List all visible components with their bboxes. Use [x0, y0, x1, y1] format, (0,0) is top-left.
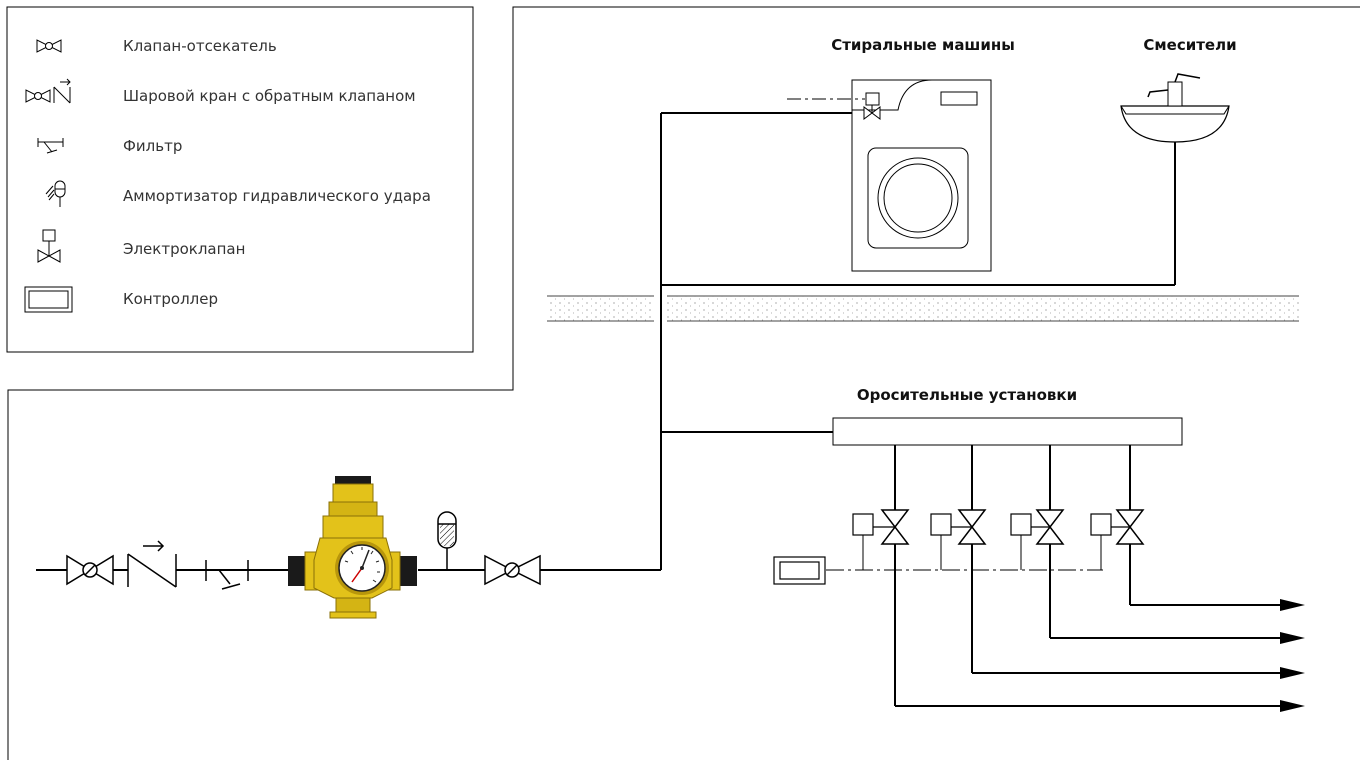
legend-label-shutoff-valve: Клапан-отсекатель	[123, 37, 277, 55]
legend-label-ball-valve-check: Шаровой кран с обратным клапаном	[123, 87, 416, 105]
legend-label-controller: Контроллер	[123, 290, 218, 308]
sprinkler-branch-4	[1090, 445, 1305, 611]
sink-mixer	[1120, 73, 1230, 143]
filter-icon	[37, 138, 64, 154]
legend-label-filter: Фильтр	[123, 137, 182, 155]
supply-line	[36, 112, 1176, 571]
controller-icon	[24, 286, 73, 313]
inlet-shutoff-valve	[66, 554, 114, 586]
check-valve	[127, 540, 177, 588]
legend-frame	[6, 6, 474, 353]
solenoid-valve-icon	[37, 229, 61, 263]
legend-label-solenoid-valve: Электроклапан	[123, 240, 245, 258]
sprinkler-manifold	[832, 417, 1183, 446]
washing-machine	[787, 79, 992, 272]
water-hammer-arrestor-icon	[45, 180, 66, 207]
pressure-reducer	[288, 476, 417, 619]
legend: Клапан-отсекатель Шаровой кран с обратны…	[24, 37, 431, 313]
shutoff-valve-icon	[36, 39, 62, 53]
sprinkler-controller	[773, 556, 826, 585]
outlet-shutoff-valve	[484, 554, 541, 586]
sprinklers-title: Оросительные установки	[857, 386, 1077, 404]
sprinkler-branch-2	[930, 445, 1305, 679]
floor-slab	[547, 295, 1299, 322]
ball-valve-check-icon	[25, 78, 71, 104]
diagram-frame	[7, 6, 1360, 760]
inline-arrestor	[437, 511, 457, 570]
sprinkler-branch-1	[852, 445, 1305, 712]
washing-machines-title: Стиральные машины	[831, 36, 1015, 54]
inline-filter	[205, 560, 249, 590]
mixers-title: Смесители	[1143, 36, 1236, 54]
legend-label-arrestor: Аммортизатор гидравлического удара	[123, 187, 431, 205]
sprinkler-branches	[852, 445, 1305, 712]
sprinkler-branch-3	[1010, 445, 1305, 644]
